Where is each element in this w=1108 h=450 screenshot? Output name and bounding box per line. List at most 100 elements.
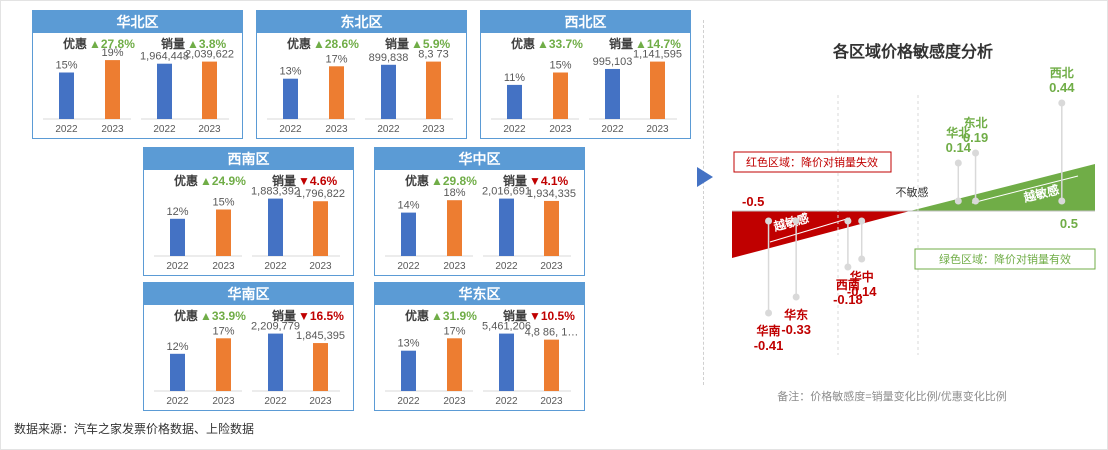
discount-change: ▲24.9%: [200, 174, 246, 188]
tick-label: 2022: [153, 124, 176, 135]
red-zone: [732, 211, 910, 258]
tick-label: 2022: [377, 124, 400, 135]
sales-change: ▲14.7%: [635, 37, 681, 51]
bar-2023: [216, 209, 231, 256]
region-bar-chart: 优惠▲24.9%12%202215%2023销量▼4.6%1,883,39220…: [154, 173, 345, 272]
data-label: 8,3 73: [418, 49, 449, 61]
green-zone-box: [914, 248, 1096, 270]
point-dot: [972, 149, 980, 157]
tick-label: 2022: [503, 124, 526, 135]
divider-line: [703, 20, 704, 385]
bar-2022: [401, 350, 416, 391]
tick-label: 2023: [212, 261, 235, 272]
point-value: -0.33: [781, 322, 811, 337]
axis-max-label: 0.5: [1060, 216, 1078, 231]
data-label: 899,838: [369, 52, 409, 64]
discount-change: ▲33.9%: [200, 309, 246, 323]
bar-2023: [447, 200, 462, 256]
sales-change: ▼4.6%: [298, 174, 338, 188]
data-label: 19%: [101, 47, 123, 59]
point-dot: [844, 263, 852, 271]
bar-2023: [329, 66, 344, 119]
tick-label: 2023: [325, 124, 348, 135]
bar-2022: [381, 64, 396, 119]
bar-2023: [202, 61, 217, 119]
bar-2022: [499, 198, 514, 256]
bar-2022: [507, 84, 522, 119]
sales-label: 销量: [161, 36, 185, 51]
sales-label: 销量: [272, 308, 296, 323]
region-title: 西北区: [481, 11, 690, 33]
point-base: [858, 217, 866, 225]
tick-label: 2023: [646, 124, 669, 135]
data-label: 5,461,206: [482, 321, 531, 333]
data-label: 18%: [443, 187, 465, 199]
bar-2022: [157, 63, 172, 119]
sales-label: 销量: [385, 36, 409, 51]
tick-label: 2022: [397, 396, 420, 407]
green-arrow-line: [971, 175, 1079, 204]
point-dot: [765, 309, 773, 317]
data-label: 1,845,395: [296, 330, 345, 342]
bar-2022: [59, 72, 74, 119]
point-value: -0.14: [847, 284, 877, 299]
data-label: 2,209,779: [251, 321, 300, 333]
data-label: 15%: [549, 60, 571, 72]
tick-label: 2022: [601, 124, 624, 135]
discount-label: 优惠: [174, 308, 198, 323]
data-label: 11%: [504, 72, 525, 84]
bar-2023: [105, 60, 120, 119]
discount-label: 优惠: [511, 36, 535, 51]
region-title: 华中区: [375, 148, 584, 170]
bar-2023: [553, 72, 568, 119]
point-dot: [1058, 99, 1066, 107]
data-label: 13%: [279, 66, 301, 78]
region-title: 华北区: [33, 11, 242, 33]
data-label: 1,964,448: [140, 51, 189, 63]
data-label: 2,016,691: [482, 186, 531, 198]
bar-2022: [401, 212, 416, 256]
data-label: 1,883,392: [251, 186, 300, 198]
tick-label: 2023: [422, 124, 445, 135]
tick-label: 2022: [166, 396, 189, 407]
point-value: 0.14: [946, 140, 972, 155]
data-label: 17%: [212, 325, 234, 337]
sales-change: ▼4.1%: [529, 174, 569, 188]
data-label: 13%: [397, 338, 419, 350]
bar-2023: [544, 339, 559, 391]
discount-label: 优惠: [405, 308, 429, 323]
sales-change: ▲5.9%: [411, 37, 451, 51]
point-name: 华中: [850, 269, 874, 284]
tick-label: 2023: [198, 124, 221, 135]
point-name: 华东: [784, 307, 808, 322]
bar-2022: [170, 218, 185, 256]
discount-change: ▲28.6%: [313, 37, 359, 51]
point-base: [972, 197, 980, 205]
tick-label: 2022: [495, 261, 518, 272]
data-label: 995,103: [593, 56, 633, 68]
data-label: 15%: [212, 197, 234, 209]
data-label: 4,8 86, 1…: [525, 327, 579, 339]
region-title: 华南区: [144, 283, 353, 305]
sales-label: 销量: [609, 36, 633, 51]
point-base: [765, 217, 773, 225]
point-value: -0.41: [754, 338, 784, 353]
bar-2023: [426, 61, 441, 119]
point-name: 西南: [836, 277, 860, 292]
data-source: 数据来源：汽车之家发票价格数据、上险数据: [14, 422, 255, 436]
point-name: 华北: [946, 125, 970, 140]
sales-change: ▼10.5%: [529, 309, 575, 323]
data-label: 1,934,335: [527, 188, 576, 200]
point-dot: [792, 293, 800, 301]
axis-min-label: -0.5: [742, 194, 764, 209]
tick-label: 2023: [549, 124, 572, 135]
tick-label: 2023: [443, 396, 466, 407]
point-base: [844, 217, 852, 225]
red-zone-label: 红色区域：降价对销量失效: [746, 155, 878, 169]
point-name: 西北: [1050, 65, 1074, 80]
region-bar-chart: 优惠▲27.8%15%202219%2023销量▲3.8%1,964,44820…: [43, 36, 234, 135]
